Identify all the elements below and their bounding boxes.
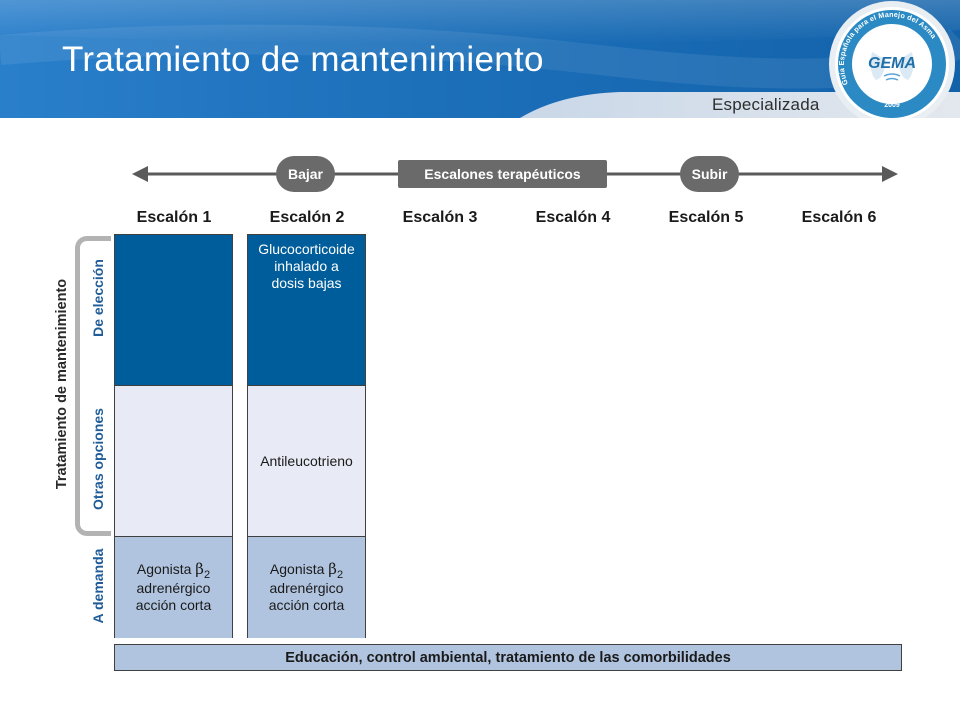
beta-symbol: β — [328, 560, 337, 578]
logo-name: GEMA — [868, 55, 916, 72]
arrow-left-icon — [132, 166, 148, 182]
step-header-2: Escalón 2 — [269, 209, 345, 226]
step-1-on-demand-text: Agonista β2 adrenérgico acción corta — [136, 561, 211, 614]
step-header-4: Escalón 4 — [535, 209, 611, 226]
row-label-on-demand: A demanda — [90, 548, 106, 624]
step-1-preferred-cell — [115, 235, 232, 385]
slide-header: Tratamiento de mantenimiento Especializa… — [0, 0, 960, 118]
step-down-pill: Bajar — [276, 156, 335, 192]
preferred-line-1: Glucocorticoide — [258, 241, 355, 257]
on-demand-line-1: Agonista — [269, 561, 329, 577]
slide-title: Tratamiento de mantenimiento — [62, 40, 544, 79]
maintenance-group-label: Tratamiento de mantenimiento — [54, 278, 70, 490]
step-1-column: Agonista β2 adrenérgico acción corta — [114, 234, 233, 638]
maintenance-bracket — [75, 236, 111, 536]
step-header-5: Escalón 5 — [668, 209, 744, 226]
step-2-on-demand-cell: Agonista β2 adrenérgico acción corta — [248, 536, 365, 638]
step-2-alternatives-text: Antileucotrieno — [260, 452, 353, 469]
on-demand-line-3: acción corta — [268, 597, 345, 613]
therapeutic-steps-label: Escalones terapéuticos — [398, 160, 607, 188]
arrow-right-icon — [882, 166, 898, 182]
step-2-alternatives-cell: Antileucotrieno — [248, 385, 365, 536]
edition-label: Especializada — [712, 95, 820, 114]
step-header-1: Escalón 1 — [136, 209, 212, 226]
on-demand-line-2: adrenérgico — [136, 580, 211, 596]
step-header-3: Escalón 3 — [402, 209, 478, 226]
step-1-on-demand-cell: Agonista β2 adrenérgico acción corta — [115, 536, 232, 638]
step-header-6: Escalón 6 — [801, 209, 877, 226]
logo-year: 2009 — [884, 102, 900, 109]
row-label-preferred: De elección — [90, 259, 106, 337]
preferred-line-2: inhalado a — [274, 258, 339, 274]
education-bar: Educación, control ambiental, tratamient… — [114, 644, 902, 671]
on-demand-line-3: acción corta — [135, 597, 212, 613]
lung-icon — [883, 73, 901, 81]
beta-symbol: β — [195, 560, 204, 578]
step-2-column: Glucocorticoide inhalado a dosis bajas A… — [247, 234, 366, 638]
row-label-alternatives: Otras opciones — [90, 408, 106, 510]
beta-subscript: 2 — [336, 569, 344, 581]
preferred-line-3: dosis bajas — [271, 275, 342, 291]
step-up-pill: Subir — [680, 156, 739, 192]
on-demand-line-1: Agonista — [136, 561, 196, 577]
step-1-alternatives-cell — [115, 385, 232, 536]
step-2-preferred-text: Glucocorticoide inhalado a dosis bajas — [258, 241, 355, 292]
beta-subscript: 2 — [203, 569, 211, 581]
step-2-on-demand-text: Agonista β2 adrenérgico acción corta — [269, 561, 344, 614]
on-demand-line-2: adrenérgico — [269, 580, 344, 596]
step-2-preferred-cell: Glucocorticoide inhalado a dosis bajas — [248, 235, 365, 385]
gema-logo: Guía Española para el Manejo del Asma GE… — [829, 1, 955, 118]
